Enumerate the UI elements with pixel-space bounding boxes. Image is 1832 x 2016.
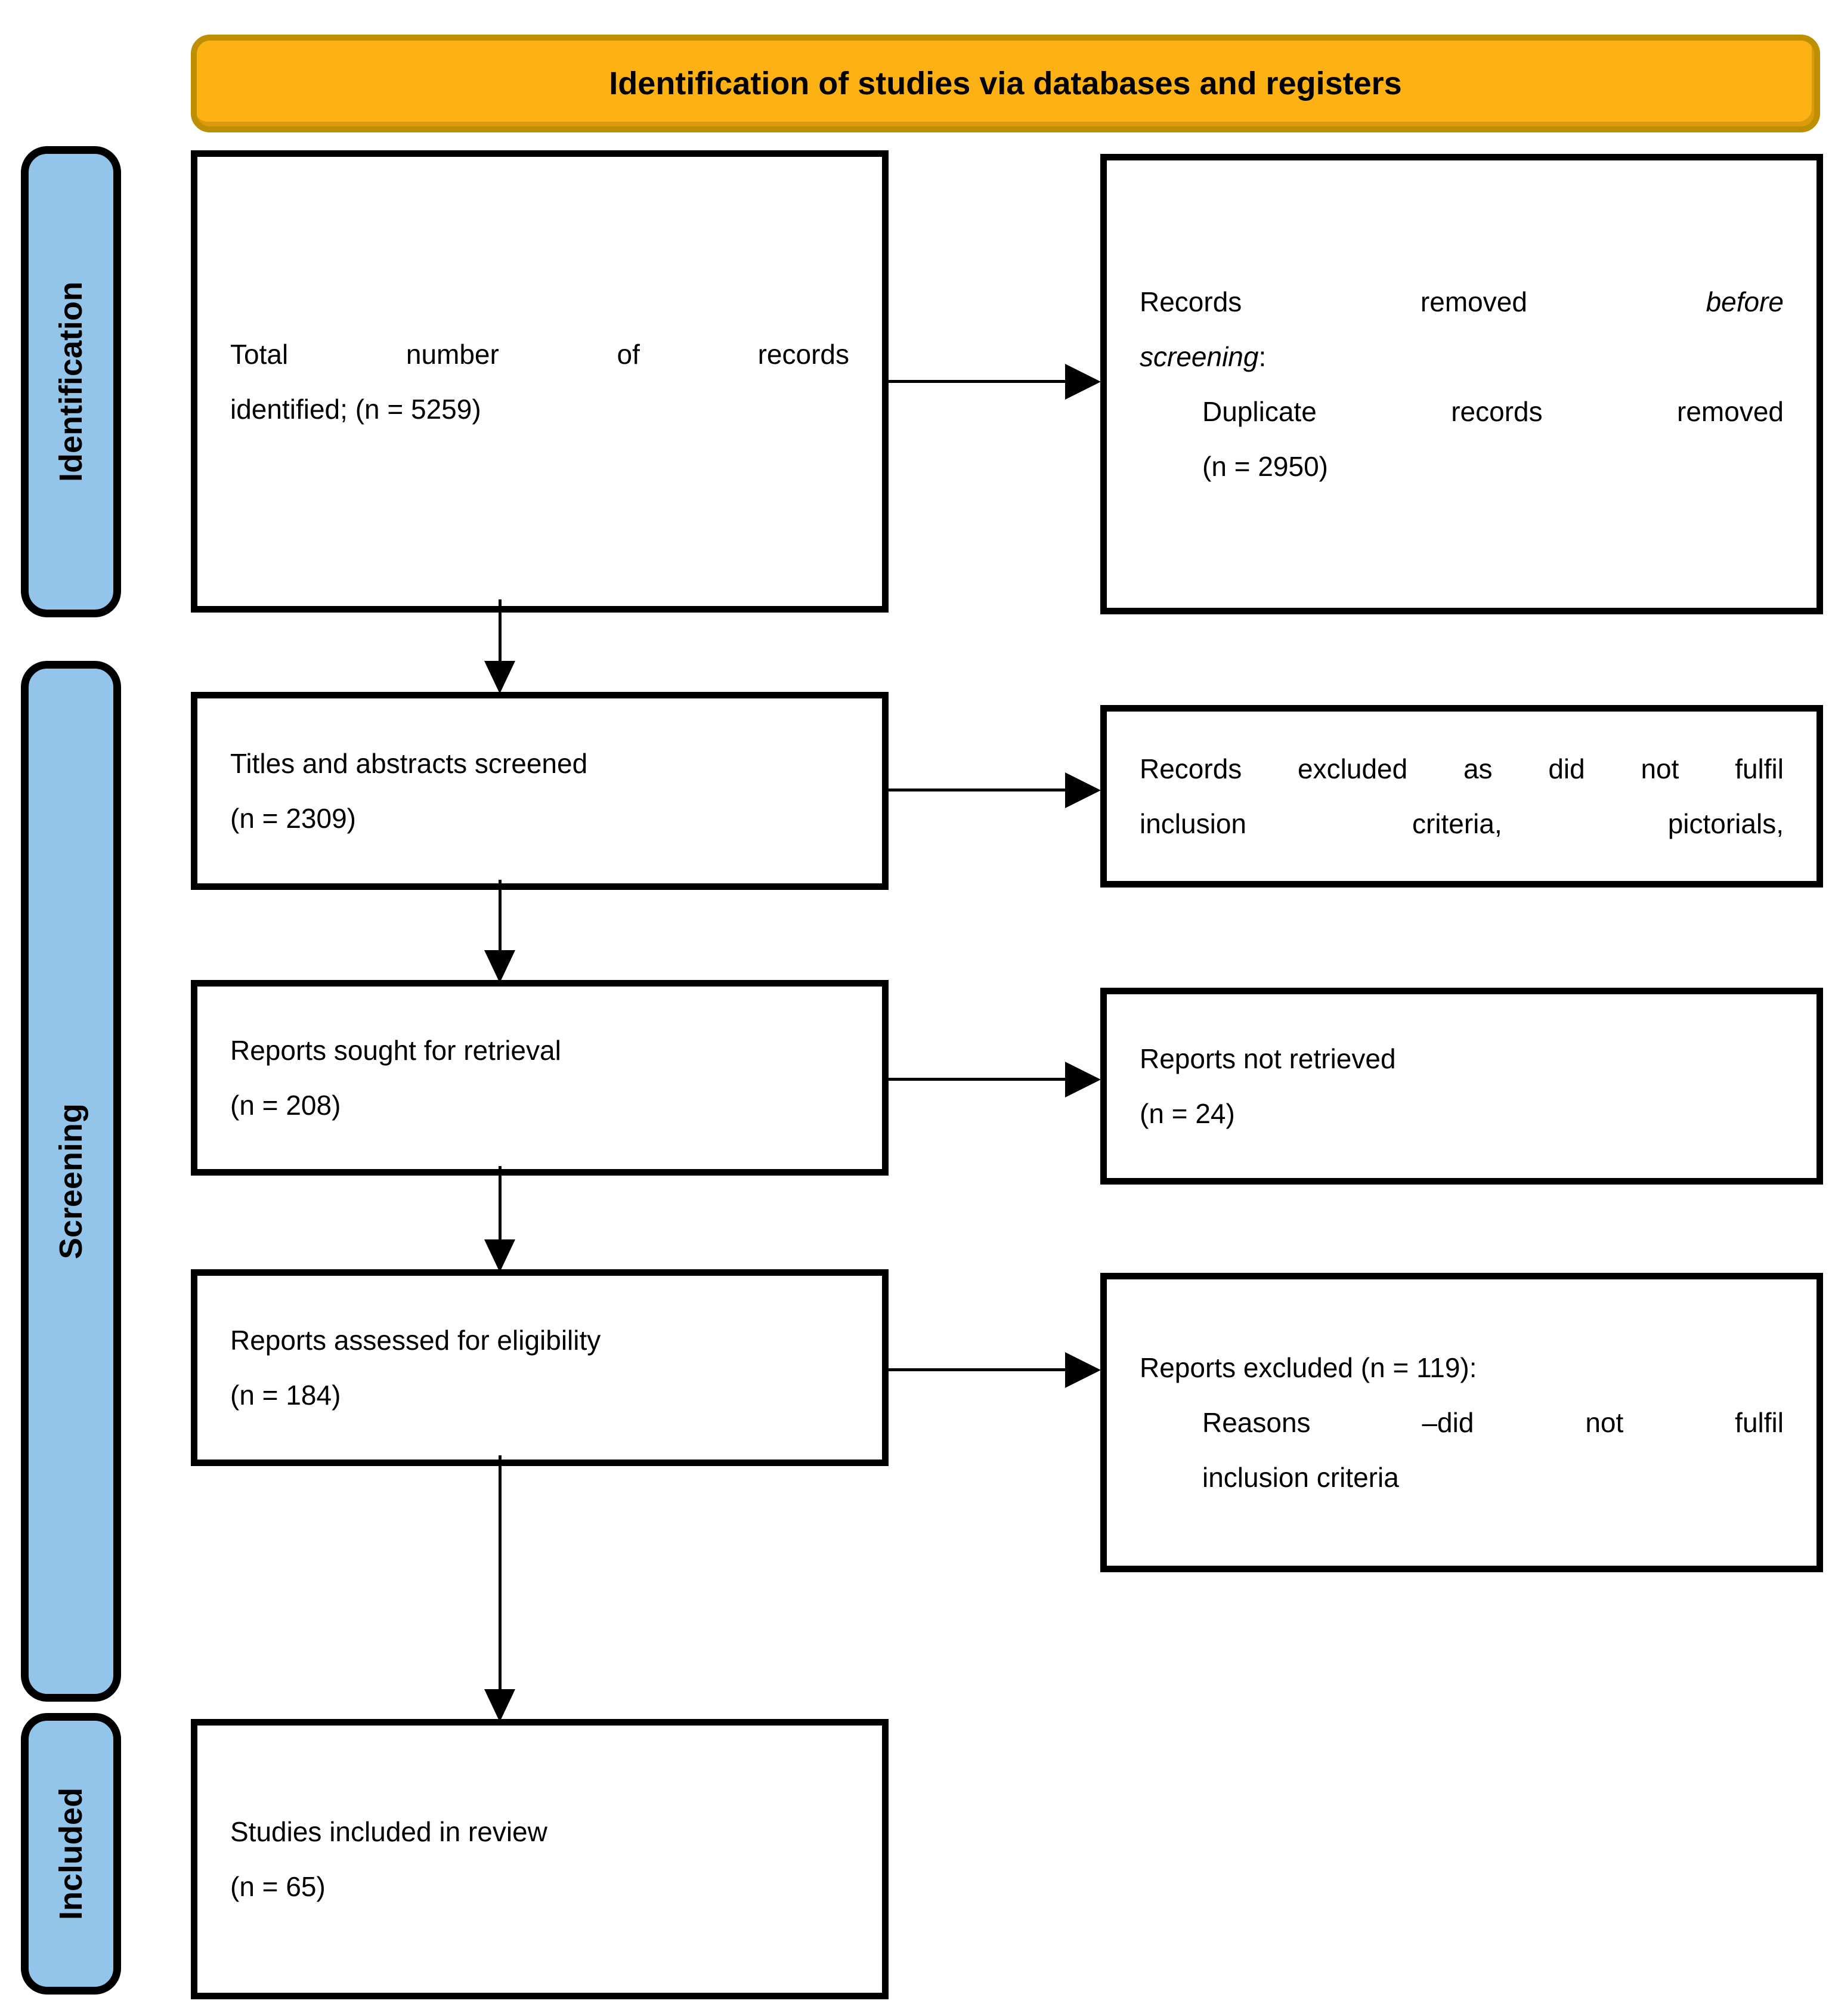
studies-included-line1: Studies included in review: [230, 1816, 547, 1847]
stage-identification-label: Identification: [53, 282, 89, 482]
box-reports-sought: Reports sought for retrieval (n = 208): [191, 980, 889, 1176]
arrow-right-icon: [1065, 364, 1101, 400]
reports-sought-line1: Reports sought for retrieval: [230, 1035, 561, 1066]
arrow-down-icon: [484, 950, 515, 983]
box-titles-screened: Titles and abstracts screened (n = 2309): [191, 692, 889, 890]
titles-screened-line2: (n = 2309): [230, 803, 356, 834]
arrow-down-icon: [484, 1239, 515, 1272]
records-removed-line1: Records removed before: [1140, 274, 1784, 329]
records-removed-line4: (n = 2950): [1202, 451, 1328, 482]
stage-screening-label: Screening: [53, 1103, 89, 1260]
stage-identification: Identification: [21, 146, 121, 617]
box-records-excluded: Records excluded as did not fulfil inclu…: [1100, 705, 1823, 888]
records-excluded-line1: Records excluded as did not fulfil: [1140, 753, 1784, 784]
records-removed-line2-italic: screening: [1140, 341, 1259, 372]
arrow-screened-to-excluded-line: [889, 789, 1067, 791]
records-removed-line2-colon: :: [1258, 341, 1267, 372]
arrow-screened-to-sought-line: [499, 880, 502, 951]
stage-included-label: Included: [53, 1787, 89, 1920]
reports-excluded-line2: Reasons –did not fulfil: [1202, 1407, 1784, 1438]
stage-screening: Screening: [21, 661, 121, 1702]
reports-excluded-line1: Reports excluded (n = 119):: [1140, 1352, 1477, 1383]
arrow-sought-to-not-retrieved-line: [889, 1078, 1067, 1081]
reports-not-retrieved-line2: (n = 24): [1140, 1098, 1235, 1129]
records-identified-line1: Total number of records: [230, 338, 849, 370]
reports-assessed-line2: (n = 184): [230, 1380, 341, 1411]
records-identified-line2: identified; (n = 5259): [230, 393, 481, 425]
box-reports-excluded: Reports excluded (n = 119): Reasons –did…: [1100, 1273, 1823, 1572]
arrow-identified-to-screened-line: [499, 599, 502, 662]
arrow-right-icon: [1065, 1062, 1101, 1097]
arrow-right-icon: [1065, 1352, 1101, 1388]
arrow-assessed-to-included-line: [499, 1455, 502, 1691]
arrow-assessed-to-excluded-line: [889, 1368, 1067, 1371]
box-records-removed: Records removed before screening: Duplic…: [1100, 154, 1823, 614]
stage-included: Included: [21, 1713, 121, 1995]
reports-excluded-line3: inclusion criteria: [1202, 1462, 1399, 1493]
box-records-identified: Total number of records identified; (n =…: [191, 150, 889, 613]
records-removed-line1-italic: before: [1706, 286, 1784, 317]
box-reports-assessed: Reports assessed for eligibility (n = 18…: [191, 1269, 889, 1466]
studies-included-line2: (n = 65): [230, 1871, 326, 1902]
titles-screened-line1: Titles and abstracts screened: [230, 748, 588, 779]
box-reports-not-retrieved: Reports not retrieved (n = 24): [1100, 988, 1823, 1185]
arrow-identified-to-removed-line: [889, 380, 1067, 383]
reports-assessed-line1: Reports assessed for eligibility: [230, 1325, 601, 1356]
arrow-down-icon: [484, 1689, 515, 1722]
records-removed-line3: Duplicate records removed: [1202, 396, 1784, 427]
records-removed-line2: screening:: [1140, 329, 1784, 384]
box-studies-included: Studies included in review (n = 65): [191, 1719, 889, 1999]
records-removed-line1-text: Records removed: [1140, 286, 1706, 317]
reports-sought-line2: (n = 208): [230, 1090, 341, 1121]
banner: Identification of studies via databases …: [191, 35, 1820, 132]
arrow-down-icon: [484, 661, 515, 694]
arrow-right-icon: [1065, 772, 1101, 808]
banner-title: Identification of studies via databases …: [609, 66, 1402, 101]
reports-not-retrieved-line1: Reports not retrieved: [1140, 1043, 1396, 1074]
arrow-sought-to-assessed-line: [499, 1166, 502, 1241]
records-excluded-line2: inclusion criteria, pictorials,: [1140, 808, 1784, 839]
